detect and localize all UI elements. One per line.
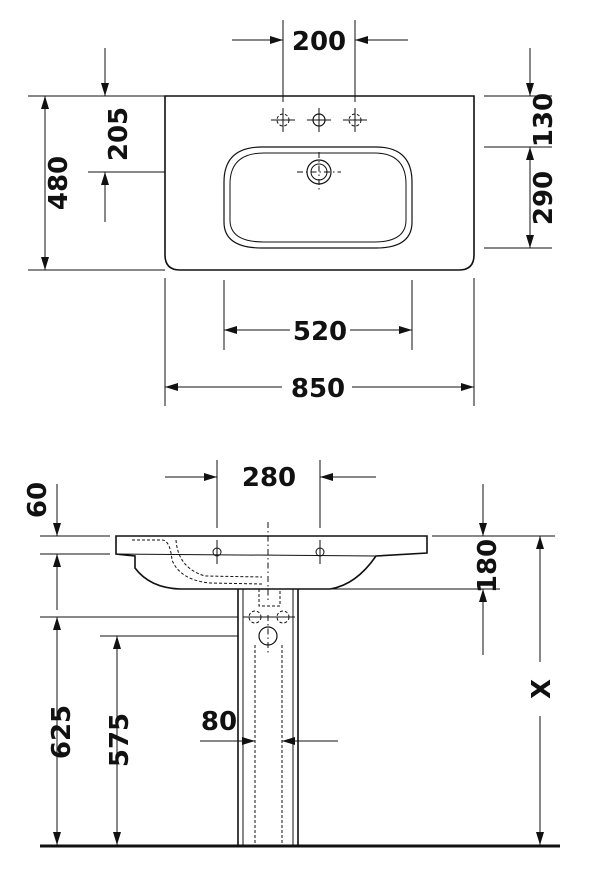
svg-text:80: 80 — [201, 707, 237, 737]
dim-hole-spacing: 280 — [165, 460, 376, 528]
dim-depth-front: 205 — [88, 48, 165, 222]
dim-bowl-width: 520 — [223, 280, 413, 350]
drain-icon — [297, 152, 341, 192]
svg-text:180: 180 — [473, 539, 503, 593]
dim-overall-width: 850 — [164, 278, 475, 406]
hole-right-icon — [315, 540, 325, 564]
dim-rim-thickness: 60 — [23, 482, 110, 610]
svg-text:130: 130 — [529, 93, 559, 147]
hole-left-icon — [212, 540, 222, 564]
dim-total-depth: 480 — [28, 95, 165, 271]
svg-text:850: 850 — [291, 374, 345, 404]
svg-text:480: 480 — [44, 156, 74, 210]
svg-text:575: 575 — [105, 713, 135, 767]
svg-text:625: 625 — [47, 705, 77, 759]
svg-text:290: 290 — [529, 171, 559, 225]
svg-text:520: 520 — [293, 317, 347, 347]
dim-mounting-height: X — [527, 536, 557, 845]
basin-outline — [164, 95, 475, 271]
tap-hole-right-icon — [343, 108, 367, 132]
front-view: 280 60 625 575 — [23, 460, 560, 848]
svg-text:60: 60 — [23, 482, 53, 518]
svg-text:200: 200 — [292, 27, 346, 57]
dim-tap-spacing: 200 — [232, 20, 408, 102]
dim-pedestal-height: 575 — [100, 635, 238, 845]
basin-side-outline — [115, 535, 428, 590]
svg-text:280: 280 — [242, 463, 296, 493]
pedestal — [237, 589, 299, 845]
dim-rear-offset: 130 — [484, 48, 559, 160]
svg-text:X: X — [527, 679, 557, 699]
svg-text:205: 205 — [104, 107, 134, 161]
top-view: 200 480 205 130 — [28, 20, 559, 406]
dim-bowl-height: 180 — [300, 484, 555, 655]
dim-pedestal-width: 80 — [200, 707, 338, 745]
tap-hole-center-icon — [307, 108, 331, 132]
bowl-outline — [223, 146, 413, 249]
tap-hole-left-icon — [271, 108, 295, 132]
waste-trap-icon — [243, 589, 295, 845]
dim-outlet-height: 625 — [40, 616, 238, 845]
dim-bowl-depth: 290 — [484, 147, 559, 249]
